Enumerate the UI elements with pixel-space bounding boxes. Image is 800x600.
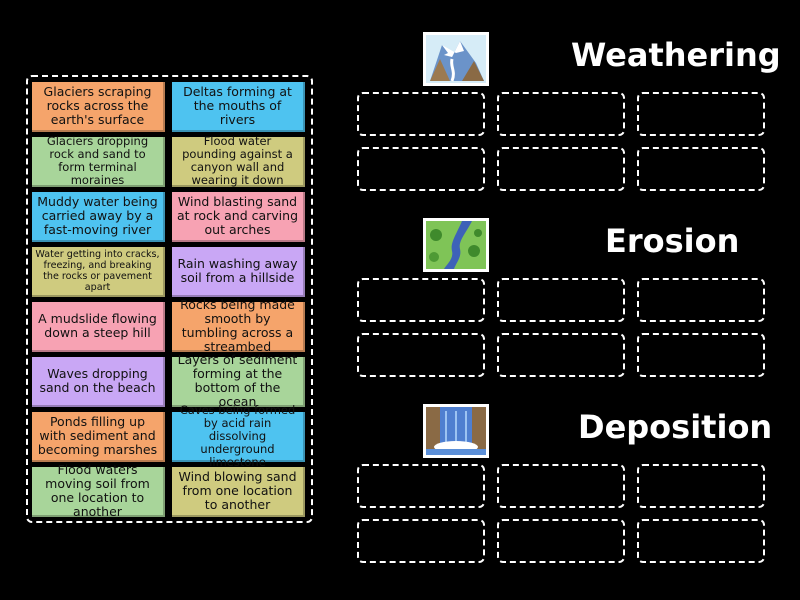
sort-card[interactable]: Caves being formed by acid rain dissolvi…	[172, 403, 305, 468]
sort-card[interactable]: Muddy water being carried away by a fast…	[32, 192, 165, 242]
mountain-glacier-icon	[423, 32, 489, 86]
sort-card[interactable]: Waves dropping sand on the beach	[32, 357, 165, 407]
drop-slot-weathering[interactable]	[497, 92, 625, 136]
drop-slot-erosion[interactable]	[637, 333, 765, 377]
card-bank	[26, 75, 313, 523]
sort-card[interactable]: Wind blowing sand from one location to a…	[172, 467, 305, 517]
sort-card[interactable]: Deltas forming at the mouths of rivers	[172, 82, 305, 132]
drop-slot-erosion[interactable]	[637, 278, 765, 322]
sort-card[interactable]: Water getting into cracks, freezing, and…	[32, 247, 165, 297]
sort-card[interactable]: Glaciers dropping rock and sand to form …	[32, 135, 165, 187]
sort-card[interactable]: Flood waters moving soil from one locati…	[32, 463, 165, 519]
drop-slot-erosion[interactable]	[357, 278, 485, 322]
sort-card[interactable]: Rocks being made smooth by tumbling acro…	[172, 298, 305, 354]
drop-slot-erosion[interactable]	[497, 333, 625, 377]
drop-slot-weathering[interactable]	[357, 92, 485, 136]
river-landscape-icon	[423, 218, 489, 272]
drop-slot-deposition[interactable]	[497, 519, 625, 563]
drop-slot-deposition[interactable]	[637, 519, 765, 563]
group-title-deposition: Deposition	[578, 408, 773, 446]
group-title-erosion: Erosion	[605, 222, 740, 260]
drop-slot-weathering[interactable]	[497, 147, 625, 191]
drop-slot-erosion[interactable]	[497, 278, 625, 322]
sort-card[interactable]: A mudslide flowing down a steep hill	[32, 302, 165, 352]
drop-slot-deposition[interactable]	[357, 464, 485, 508]
group-title-weathering: Weathering	[571, 36, 781, 74]
drop-slot-deposition[interactable]	[357, 519, 485, 563]
sort-card[interactable]: Ponds filling up with sediment and becom…	[32, 412, 165, 462]
waterfall-icon	[423, 404, 489, 458]
sort-card[interactable]: Wind blasting sand at rock and carving o…	[172, 192, 305, 242]
sort-card[interactable]: Flood water pounding against a canyon wa…	[172, 135, 305, 187]
drop-slot-weathering[interactable]	[637, 147, 765, 191]
sort-card[interactable]: Layers of sediment forming at the bottom…	[172, 353, 305, 409]
sort-card[interactable]: Rain washing away soil from a hillside	[172, 247, 305, 297]
drop-slot-deposition[interactable]	[637, 464, 765, 508]
drop-slot-weathering[interactable]	[637, 92, 765, 136]
sort-card[interactable]: Glaciers scraping rocks across the earth…	[32, 82, 165, 132]
drop-slot-weathering[interactable]	[357, 147, 485, 191]
drop-slot-erosion[interactable]	[357, 333, 485, 377]
drop-slot-deposition[interactable]	[497, 464, 625, 508]
